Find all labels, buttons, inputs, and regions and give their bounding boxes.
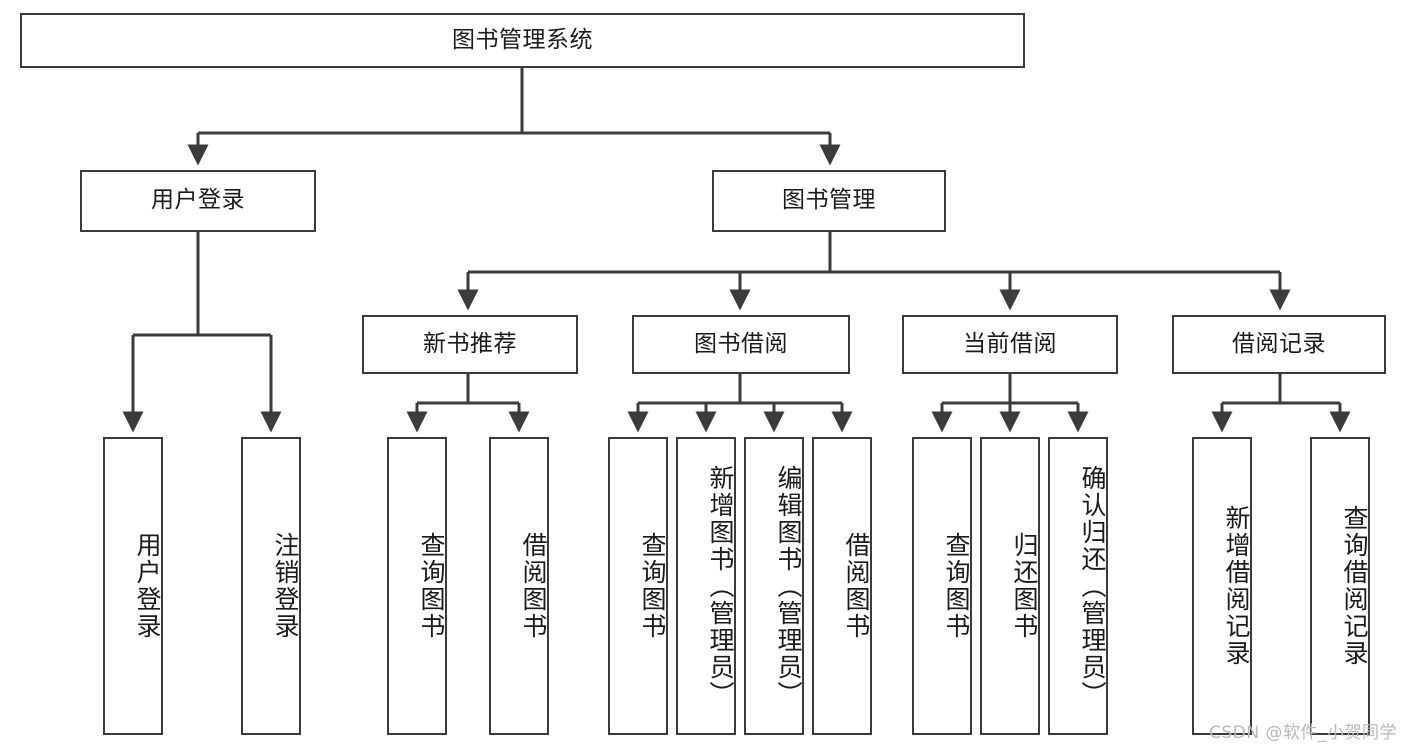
leaf-book-borrow-borrow-book[interactable]: 借阅图书 bbox=[812, 437, 872, 735]
leaf-current-borrow-query-book[interactable]: 查询图书 bbox=[912, 437, 972, 735]
leaf-current-borrow-confirm-return-admin[interactable]: 确认归还（管理员） bbox=[1048, 437, 1108, 735]
node-label: 新书推荐 bbox=[423, 330, 517, 357]
node-new-book-recommend[interactable]: 新书推荐 bbox=[362, 315, 578, 374]
node-current-borrow[interactable]: 当前借阅 bbox=[902, 315, 1118, 374]
node-label: 借阅图书 bbox=[842, 532, 871, 640]
leaf-book-borrow-add-book-admin[interactable]: 新增图书（管理员） bbox=[676, 437, 736, 735]
node-label: 图书管理 bbox=[782, 187, 876, 214]
leaf-new-book-query-book[interactable]: 查询图书 bbox=[387, 437, 447, 735]
node-label: 查询图书 bbox=[942, 532, 971, 640]
node-label: 借阅图书 bbox=[519, 532, 548, 640]
node-book-management[interactable]: 图书管理 bbox=[712, 170, 946, 232]
leaf-user-login-login[interactable]: 用户登录 bbox=[103, 437, 163, 735]
node-label: 确认归还（管理员） bbox=[1078, 464, 1107, 708]
leaf-borrow-record-query-record[interactable]: 查询借阅记录 bbox=[1310, 437, 1370, 735]
node-label: 新增图书（管理员） bbox=[706, 464, 735, 708]
node-label: 注销登录 bbox=[271, 532, 300, 640]
node-label: 用户登录 bbox=[151, 187, 245, 214]
leaf-new-book-borrow-book[interactable]: 借阅图书 bbox=[489, 437, 549, 735]
node-label: 借阅记录 bbox=[1232, 330, 1326, 357]
node-label: 新增借阅记录 bbox=[1222, 505, 1251, 667]
node-label: 编辑图书（管理员） bbox=[774, 464, 803, 708]
node-label: 查询借阅记录 bbox=[1340, 505, 1369, 667]
node-borrow-record[interactable]: 借阅记录 bbox=[1172, 315, 1386, 374]
node-label: 用户登录 bbox=[133, 532, 162, 640]
node-label: 归还图书 bbox=[1010, 532, 1039, 640]
leaf-borrow-record-add-record[interactable]: 新增借阅记录 bbox=[1192, 437, 1252, 735]
leaf-user-login-logout[interactable]: 注销登录 bbox=[241, 437, 301, 735]
node-label: 查询图书 bbox=[638, 532, 667, 640]
node-label: 图书借阅 bbox=[694, 330, 788, 357]
node-root-book-management-system[interactable]: 图书管理系统 bbox=[20, 13, 1025, 68]
node-label: 当前借阅 bbox=[963, 330, 1057, 357]
watermark-text: CSDN @软件_小贺同学 bbox=[1209, 723, 1397, 743]
node-book-borrow[interactable]: 图书借阅 bbox=[632, 315, 850, 374]
node-label: 查询图书 bbox=[417, 532, 446, 640]
leaf-book-borrow-query-book[interactable]: 查询图书 bbox=[608, 437, 668, 735]
leaf-current-borrow-return-book[interactable]: 归还图书 bbox=[980, 437, 1040, 735]
node-label: 图书管理系统 bbox=[452, 26, 593, 53]
node-user-login[interactable]: 用户登录 bbox=[80, 170, 316, 232]
leaf-book-borrow-edit-book-admin[interactable]: 编辑图书（管理员） bbox=[744, 437, 804, 735]
